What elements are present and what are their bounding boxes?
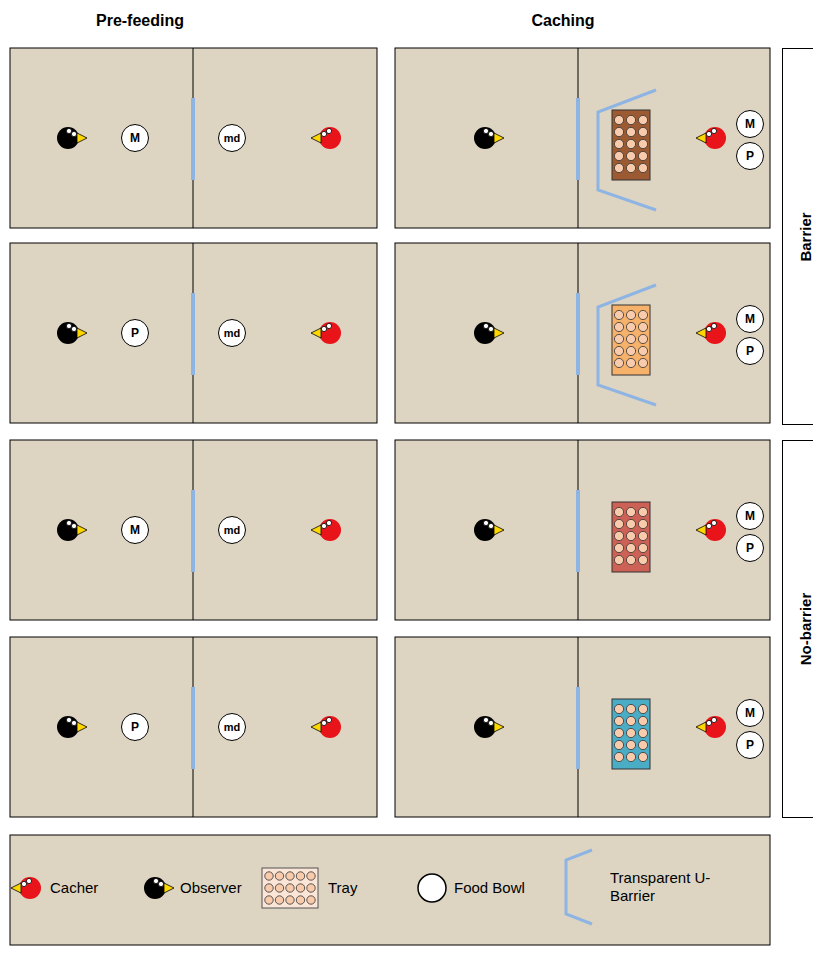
bowl-label: M	[130, 524, 140, 536]
panel-row	[10, 48, 770, 228]
food-bowl: md	[218, 516, 246, 544]
condition-label: No-barrier	[796, 593, 813, 666]
legend-label: Tray	[328, 879, 357, 897]
food-bowl: P	[121, 319, 149, 347]
bowl-label: md	[224, 525, 241, 536]
food-bowl: md	[218, 124, 246, 152]
food-bowl: M	[121, 124, 149, 152]
bowl-label: P	[746, 345, 754, 357]
bowl-label: P	[131, 327, 139, 339]
food-bowl: P	[736, 337, 764, 365]
food-bowl: md	[218, 713, 246, 741]
panel-row	[10, 637, 770, 817]
food-bowl: M	[736, 699, 764, 727]
food-bowl: M	[736, 502, 764, 530]
bowl-label: P	[746, 542, 754, 554]
legend-label: Cacher	[50, 879, 98, 897]
legend-label: Food Bowl	[454, 879, 525, 897]
legend-panel	[10, 835, 770, 945]
bowl-label: md	[224, 328, 241, 339]
panel-row	[10, 440, 770, 620]
bowl-label: md	[224, 722, 241, 733]
bowl-label: M	[745, 707, 755, 719]
legend-label: Transparent U-Barrier	[610, 869, 720, 905]
column-heading: Caching	[531, 12, 594, 30]
bowl-label: P	[131, 721, 139, 733]
condition-bracket: Barrier	[782, 48, 813, 425]
food-bowl: P	[736, 142, 764, 170]
bowl-label: M	[745, 510, 755, 522]
food-bowl: P	[121, 713, 149, 741]
food-bowl: M	[736, 110, 764, 138]
panel-row	[10, 243, 770, 423]
column-heading: Pre-feeding	[96, 12, 184, 30]
condition-bracket: No-barrier	[782, 440, 813, 818]
legend-label: Observer	[180, 879, 242, 897]
food-bowl: M	[736, 305, 764, 333]
bowl-label: M	[745, 118, 755, 130]
food-bowl: P	[736, 534, 764, 562]
bowl-label: M	[745, 313, 755, 325]
bowl-label: P	[746, 150, 754, 162]
bowl-label: P	[746, 739, 754, 751]
bowl-label: M	[130, 132, 140, 144]
condition-label: Barrier	[796, 212, 813, 261]
food-bowl: md	[218, 319, 246, 347]
food-bowl: M	[121, 516, 149, 544]
bowl-label: md	[224, 133, 241, 144]
food-bowl: P	[736, 731, 764, 759]
